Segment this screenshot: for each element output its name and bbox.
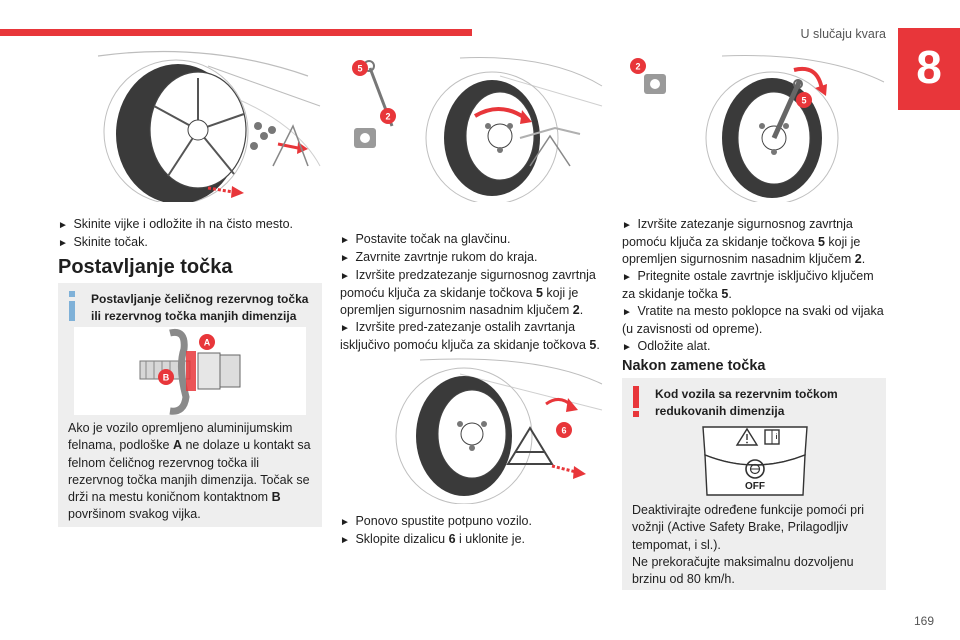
step-pretighten-security: Izvršite predzatezanje sigurnosnog zavrt… <box>340 267 604 319</box>
off-button-illustration: i OFF <box>697 425 813 499</box>
final-tightening-illustration: 2 5 <box>622 46 886 202</box>
wheel-fitting-illustration: 5 2 <box>340 46 604 202</box>
warning-text-speed: Ne prekoračujte maksimalnu dozvoljenu br… <box>632 554 854 587</box>
callout-2-top: 2 <box>635 62 640 72</box>
page-number: 169 <box>913 614 934 628</box>
step-lower-vehicle: Ponovo spustite potpuno vozilo. <box>340 513 604 531</box>
step-pretighten-others: Izvršite pred-zatezanje ostalih zavrtanj… <box>340 319 604 354</box>
callout-a: A <box>204 338 211 348</box>
step-refit-caps: Vratite na mesto poklopce na svaki od vi… <box>622 303 886 338</box>
warning-triangle-icon <box>735 427 759 446</box>
step-screw-by-hand: Zavrnite zavrtnje rukom do kraja. <box>340 249 604 267</box>
manual-book-icon: i <box>764 429 780 445</box>
heading-after-change: Nakon zamene točka <box>622 358 766 374</box>
bolt-washer-illustration: A B <box>74 327 306 415</box>
warning-icon <box>632 386 640 418</box>
step-place-wheel: Postavite točak na glavčinu. <box>340 231 604 249</box>
chapter-tab[interactable]: 8 <box>898 28 960 110</box>
fitting-steps: Postavite točak na glavčinu. Zavrnite za… <box>340 231 604 354</box>
header-accent-bar <box>0 29 472 36</box>
callout-5: 5 <box>357 64 362 74</box>
info-box: Postavljanje čeličnog rezervnog točka il… <box>58 283 322 527</box>
svg-text:i: i <box>776 434 778 441</box>
step-tighten-others: Pritegnite ostale zavrtnje isključivo kl… <box>622 268 886 303</box>
warning-body: Deaktivirajte određene funkcije pomoći p… <box>632 502 880 588</box>
driver-assist-icon <box>745 459 765 479</box>
callout-5-top: 5 <box>801 96 806 106</box>
step-remove-bolts: Skinite vijke i odložite ih na čisto mes… <box>58 216 322 234</box>
callout-b: B <box>163 373 170 383</box>
info-icon <box>68 291 76 321</box>
jack-lowering-illustration: 6 <box>340 354 604 504</box>
step-tighten-security: Izvršite zatezanje sigurnosnog zavrtnja … <box>622 216 886 268</box>
lowering-steps: Ponovo spustite potpuno vozilo. Sklopite… <box>340 513 604 549</box>
removal-steps: Skinite vijke i odložite ih na čisto mes… <box>58 216 322 252</box>
step-remove-wheel: Skinite točak. <box>58 234 322 252</box>
heading-fitting-wheel: Postavljanje točka <box>58 256 233 278</box>
step-fold-jack: Sklopite dizalicu 6 i uklonite je. <box>340 531 604 549</box>
tightening-steps: Izvršite zatezanje sigurnosnog zavrtnja … <box>622 216 886 356</box>
info-body: Ako je vozilo opremljeno aluminijumskim … <box>68 421 311 522</box>
callout-2: 2 <box>385 112 390 122</box>
warning-box: Kod vozila sa rezervnim točkom redukovan… <box>622 378 886 590</box>
section-title: U slučaju kvara <box>800 27 886 41</box>
info-title: Postavljanje čeličnog rezervnog točka il… <box>91 292 309 323</box>
step-stow-tools: Odložite alat. <box>622 338 886 356</box>
off-label: OFF <box>745 481 765 492</box>
chapter-number: 8 <box>916 41 942 93</box>
warning-title: Kod vozila sa rezervnim točkom redukovan… <box>655 387 838 418</box>
wheel-removal-illustration <box>58 46 322 202</box>
warning-text-deactivate: Deaktivirajte određene funkcije pomoći p… <box>632 503 865 552</box>
callout-6: 6 <box>561 426 566 436</box>
